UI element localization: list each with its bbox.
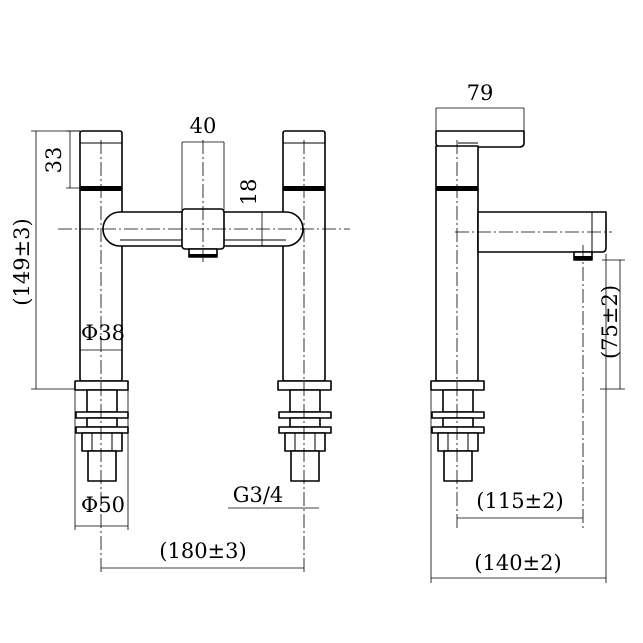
- dim-thread: G3/4: [228, 483, 319, 509]
- dim-base-diameter-label: Φ50: [81, 493, 125, 517]
- dim-top-width-label: 79: [467, 81, 494, 105]
- dim-overall-depth-label: (140±2): [474, 551, 561, 575]
- dim-base-diameter: Φ50: [74, 390, 129, 530]
- side-spout: [477, 211, 607, 261]
- dim-handle-height: 33: [42, 130, 80, 189]
- right-base-fittings: [277, 380, 332, 482]
- dim-body-diameter: Φ38: [80, 321, 125, 351]
- side-view: 79 (75±2) (115±2) (140±2): [430, 81, 625, 583]
- dim-bridge-height: 18: [237, 179, 263, 246]
- dim-spout-spacing: 40: [181, 114, 225, 210]
- dim-top-width: 79: [435, 81, 525, 131]
- dim-overall-height-label: (149±3): [10, 218, 34, 305]
- dim-overall-depth: (140±2): [430, 254, 607, 583]
- dim-spout-height: (75±2): [598, 259, 625, 390]
- front-view: 40 33 (149±3) 18 Φ38 Φ50 G: [10, 114, 350, 575]
- side-base-fittings: [430, 380, 485, 482]
- dim-spout-height-label: (75±2): [598, 285, 622, 359]
- left-base-fittings: [74, 380, 129, 482]
- dim-body-diameter-label: Φ38: [81, 321, 125, 345]
- dim-handle-height-label: 33: [42, 147, 66, 174]
- dim-overall-height: (149±3): [10, 130, 80, 390]
- dim-center-distance-label: (180±3): [159, 539, 246, 563]
- dim-thread-label: G3/4: [233, 483, 284, 507]
- dim-spout-projection: (115±2): [457, 489, 583, 519]
- dim-center-distance: (180±3): [101, 539, 304, 569]
- dim-spout-spacing-label: 40: [190, 114, 217, 138]
- dim-spout-projection-label: (115±2): [476, 489, 563, 513]
- dim-bridge-height-label: 18: [237, 179, 261, 206]
